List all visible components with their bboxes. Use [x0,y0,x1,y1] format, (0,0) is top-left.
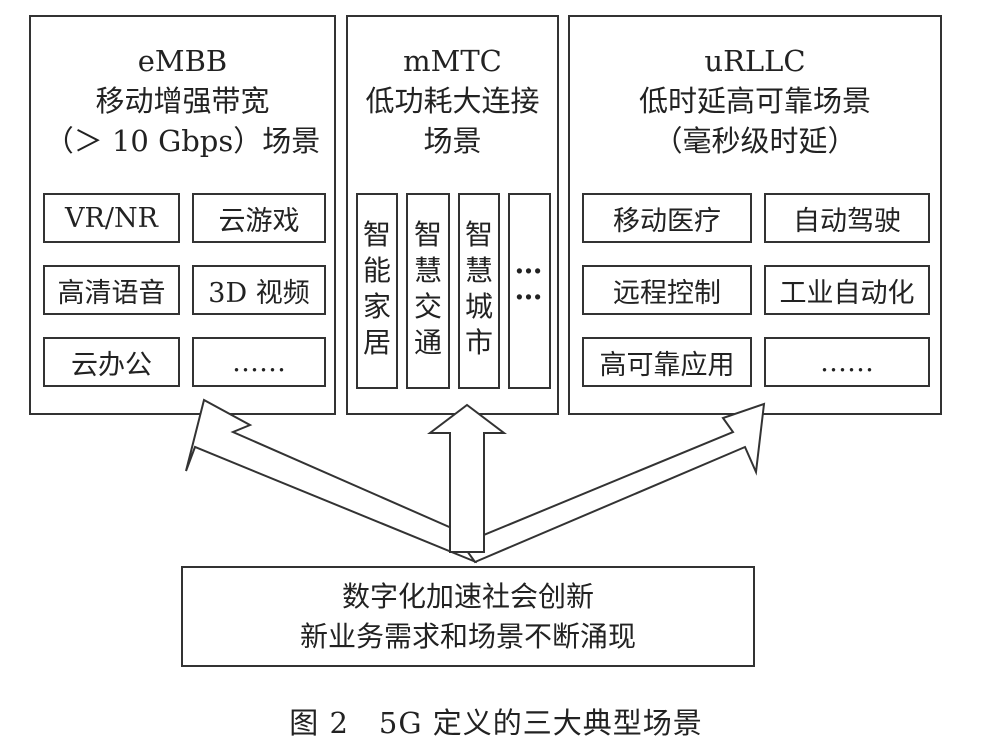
figure-caption: 图 2 5G 定义的三大典型场景 [289,706,703,740]
arrow-to-urllc [460,402,766,564]
urllc-latency: （毫秒级时延） [653,124,857,158]
embb-cell-vr-nr: VR/NR [43,193,180,243]
arrow-to-mmtc [427,403,507,553]
mmtc-description: 低功耗大连接 [365,84,540,118]
embb-title: eMBB [137,44,228,78]
embb-panel: eMBB 移动增强带宽 （＞ 10 Gbps）场景 VR/NR 云游戏 高清语音… [29,15,336,415]
embb-cell-cloud-gaming: 云游戏 [192,193,326,243]
urllc-cell-remote-control: 远程控制 [582,265,752,315]
char: 智 [362,218,391,251]
char: 市 [464,326,493,359]
embb-cell-more: …… [192,337,326,387]
embb-cell-3d-video: 3D 视频 [192,265,326,315]
urllc-cell-more: …… [764,337,930,387]
embb-description: 移动增强带宽 [95,84,270,118]
urllc-description: 低时延高可靠场景 [638,84,871,118]
mmtc-cell-smart-home: 智 能 家 居 [356,193,398,389]
mmtc-panel: mMTC 低功耗大连接 场景 智 能 家 居 智 慧 交 通 智 慧 城 市 …… [346,15,559,415]
char: 慧 [464,254,493,287]
urllc-cell-autonomous-driving: 自动驾驶 [764,193,930,243]
urllc-cell-mobile-medical: 移动医疗 [582,193,752,243]
urllc-cell-industrial-automation: 工业自动化 [764,265,930,315]
driver-box: 数字化加速社会创新 新业务需求和场景不断涌现 [181,566,755,667]
urllc-cell-high-reliability: 高可靠应用 [582,337,752,387]
urllc-title: uRLLC [704,44,806,78]
mmtc-cell-more: … … [508,193,551,389]
mmtc-scene: 场景 [423,124,482,158]
char: 智 [413,218,442,251]
char: 智 [464,218,493,251]
char: 交 [413,290,442,323]
mmtc-title: mMTC [403,44,502,78]
char: 能 [362,254,391,287]
arrow-to-embb [185,398,490,564]
mmtc-cell-smart-traffic: 智 慧 交 通 [406,193,450,389]
embb-rate: （＞ 10 Gbps）场景 [44,124,321,158]
driver-line-1: 数字化加速社会创新 [341,580,594,613]
embb-cell-cloud-office: 云办公 [43,337,180,387]
embb-cell-hd-voice: 高清语音 [43,265,180,315]
char: 慧 [413,254,442,287]
char: 城 [464,290,493,323]
char: … [514,247,545,280]
char: … [514,273,545,306]
mmtc-cell-smart-city: 智 慧 城 市 [458,193,500,389]
char: 居 [362,326,391,359]
char: 家 [362,290,391,323]
urllc-panel: uRLLC 低时延高可靠场景 （毫秒级时延） 移动医疗 自动驾驶 远程控制 工业… [568,15,942,415]
char: 通 [413,326,442,359]
driver-line-2: 新业务需求和场景不断涌现 [299,620,636,653]
